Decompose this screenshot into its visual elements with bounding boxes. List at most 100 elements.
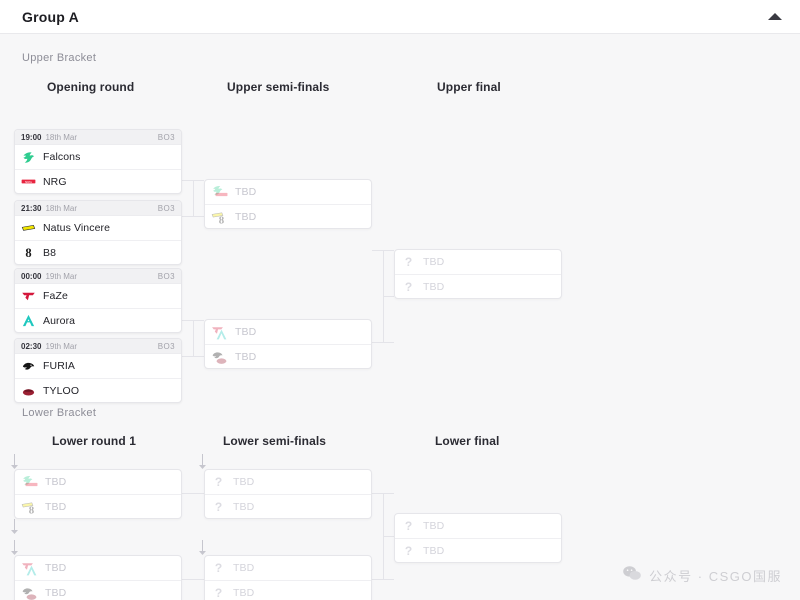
team-logo-placeholder: 8 (211, 209, 228, 226)
match-card[interactable]: 21:30 18th Mar BO3 Natus Vincere 8 B8 (14, 200, 182, 265)
question-mark-icon: ? (404, 543, 413, 558)
team-row[interactable]: TBD (15, 580, 181, 600)
drop-down-arrow-icon (198, 540, 207, 556)
question-mark-icon: ? (214, 585, 223, 600)
team-name: TBD (235, 350, 257, 363)
team-row[interactable]: TBD (15, 470, 181, 494)
round-header-opening-round: Opening round (47, 80, 135, 94)
team-row[interactable]: Aurora (15, 308, 181, 332)
team-row[interactable]: NRG NRG (15, 169, 181, 193)
chevron-up-icon[interactable] (768, 13, 782, 20)
group-header[interactable]: Group A (0, 0, 800, 34)
team-name: TBD (235, 210, 257, 223)
team-row[interactable]: ? TBD (395, 274, 561, 298)
team-row[interactable]: 8 B8 (15, 240, 181, 264)
navi-logo (21, 499, 34, 512)
team-row[interactable]: Natus Vincere (15, 216, 181, 240)
team-name: TBD (423, 256, 445, 268)
b8-logo: 8 (25, 503, 38, 516)
furia-logo (21, 359, 36, 374)
team-row[interactable]: ? TBD (205, 556, 371, 580)
match-meta: 21:30 18th Mar BO3 (15, 201, 181, 216)
team-row[interactable]: ? TBD (205, 494, 371, 518)
drop-down-arrow-icon (10, 540, 19, 556)
team-logo-placeholder (21, 474, 38, 490)
team-row[interactable]: ? TBD (395, 538, 561, 562)
wechat-icon (622, 565, 642, 586)
faze-logo (21, 289, 36, 304)
match-date: 19th Mar (45, 341, 78, 351)
team-name: NRG (43, 175, 67, 188)
match-card[interactable]: TBD TBD (14, 555, 182, 600)
team-row[interactable]: TBD (205, 180, 371, 204)
team-row[interactable]: ? TBD (205, 580, 371, 600)
match-card[interactable]: TBD 8 TBD (204, 179, 372, 229)
svg-text:8: 8 (219, 214, 225, 226)
team-row[interactable]: 8 TBD (15, 494, 181, 518)
team-name: TBD (235, 326, 257, 338)
nrg-logo (215, 188, 228, 201)
team-name: TYLOO (43, 384, 80, 397)
team-logo-placeholder (21, 560, 38, 576)
match-time: 21:30 (21, 203, 42, 213)
navi-logo (21, 221, 36, 236)
match-card[interactable]: 00:00 19th Mar BO3 FaZe Aurora (14, 268, 182, 333)
team-row[interactable]: TYLOO (15, 378, 181, 402)
team-row[interactable]: FURIA (15, 354, 181, 378)
team-row[interactable]: ? TBD (395, 250, 561, 274)
team-row[interactable]: ? TBD (395, 514, 561, 538)
team-name: TBD (423, 280, 445, 293)
b8-logo: 8 (21, 245, 36, 260)
team-row[interactable]: 8 TBD (205, 204, 371, 228)
team-logo-placeholder: 8 (21, 499, 38, 516)
tyloo-logo (25, 589, 38, 600)
team-name: TBD (423, 544, 445, 557)
aurora-logo (25, 564, 38, 577)
team-name: Falcons (43, 151, 81, 163)
team-name: TBD (235, 186, 257, 198)
question-mark-icon: ? (404, 519, 413, 533)
round-header-lower-final: Lower final (435, 434, 500, 448)
team-name: TBD (233, 586, 255, 599)
team-row[interactable]: TBD (205, 344, 371, 368)
team-row[interactable]: ? TBD (205, 470, 371, 494)
team-name: TBD (45, 500, 67, 513)
match-date: 19th Mar (45, 271, 78, 281)
team-name: FURIA (43, 360, 75, 372)
upper-bracket-label: Upper Bracket (22, 52, 97, 64)
match-meta: 00:00 19th Mar BO3 (15, 269, 181, 284)
falcons-logo (21, 474, 34, 487)
team-logo-placeholder (211, 324, 228, 340)
match-date: 18th Mar (45, 132, 78, 142)
match-card[interactable]: ? TBD ? TBD (204, 555, 372, 600)
team-name: TBD (45, 476, 67, 488)
nrg-logo: NRG (21, 174, 36, 189)
match-card[interactable]: 02:30 19th Mar BO3 FURIA TYLOO (14, 338, 182, 403)
svg-text:NRG: NRG (25, 180, 32, 184)
team-name: TBD (45, 586, 67, 599)
team-name: TBD (423, 520, 445, 532)
match-card[interactable]: ? TBD ? TBD (394, 513, 562, 563)
falcons-logo (21, 150, 36, 165)
match-card[interactable]: TBD TBD (204, 319, 372, 369)
team-logo-placeholder (21, 585, 38, 600)
team-name: B8 (43, 246, 57, 259)
team-row[interactable]: TBD (205, 320, 371, 344)
faze-logo (21, 560, 34, 573)
watermark-text: 公众号 · CSGO国服 (649, 569, 782, 584)
team-row[interactable]: FaZe (15, 284, 181, 308)
match-card[interactable]: 19:00 18th Mar BO3 Falcons NRG NRG (14, 129, 182, 194)
team-row[interactable]: Falcons (15, 145, 181, 169)
match-card[interactable]: TBD 8 TBD (14, 469, 182, 519)
match-format: BO3 (157, 203, 175, 213)
drop-down-arrow-icon (10, 454, 19, 470)
faze-logo (211, 324, 224, 337)
team-row[interactable]: TBD (15, 556, 181, 580)
watermark: 公众号 · CSGO国服 (622, 565, 782, 586)
b8-logo: 8 (215, 213, 228, 226)
match-format: BO3 (157, 341, 175, 351)
lower-bracket-label: Lower Bracket (22, 407, 97, 419)
match-card[interactable]: ? TBD ? TBD (394, 249, 562, 299)
match-card[interactable]: ? TBD ? TBD (204, 469, 372, 519)
match-time: 00:00 (21, 271, 42, 281)
